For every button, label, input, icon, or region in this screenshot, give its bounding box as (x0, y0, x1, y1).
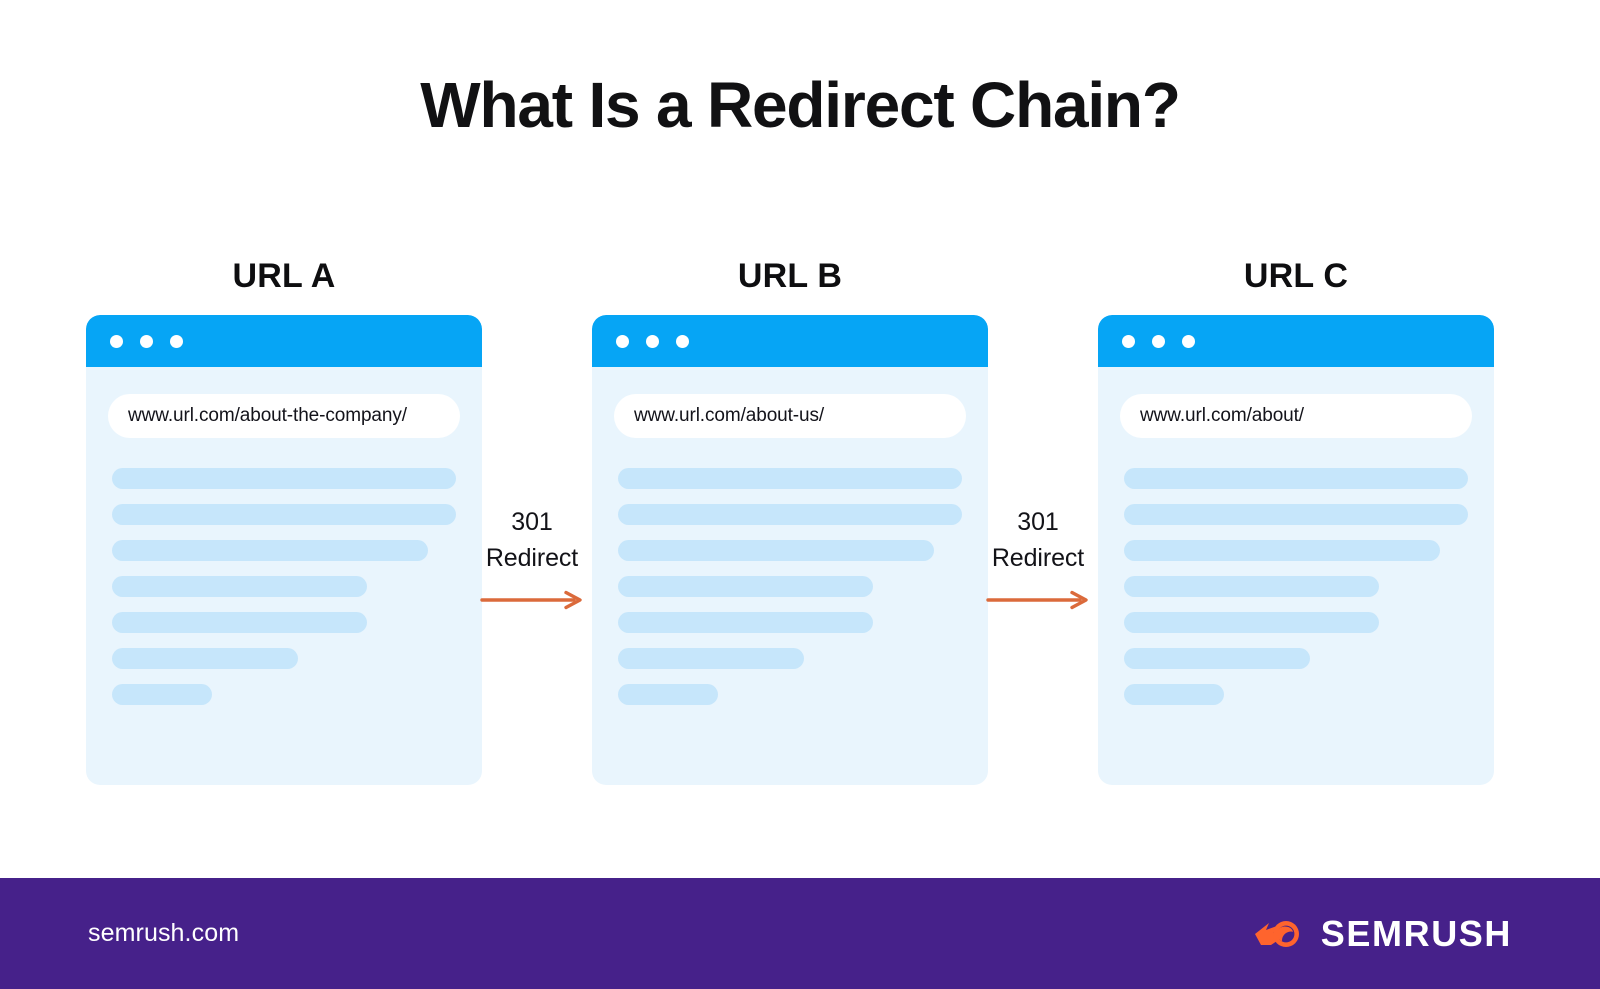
semrush-wordmark: SEMRUSH (1320, 912, 1512, 954)
browser-titlebar-a (86, 315, 482, 367)
window-dot-icon (676, 334, 689, 348)
address-bar-a[interactable]: www.url.com/about-the-company/ (108, 394, 460, 438)
window-dot-icon (1182, 334, 1195, 348)
window-dot-icon (1122, 334, 1135, 348)
window-dot-icon (110, 334, 123, 348)
browser-window-b: www.url.com/about-us/ (592, 315, 988, 785)
semrush-comet-icon (1254, 920, 1299, 947)
content-placeholder-b (618, 468, 962, 705)
content-line (112, 648, 298, 669)
content-line (618, 648, 804, 669)
address-bar-a-value: www.url.com/about-the-company/ (128, 405, 407, 426)
browser-window-a: www.url.com/about-the-company/ (86, 315, 482, 785)
page-title: What Is a Redirect Chain? (420, 69, 1181, 141)
content-line (1124, 504, 1468, 525)
url-card-b-label: URL B (737, 257, 843, 295)
redirect-chain-diagram: URL A www.url.com/about-the-company/ (0, 255, 1600, 815)
url-card-c: URL C www.url.com/about/ (1098, 255, 1494, 785)
window-dot-icon (616, 334, 629, 348)
content-line (112, 612, 367, 633)
address-bar-c-value: www.url.com/about/ (1140, 405, 1304, 426)
browser-titlebar-c (1098, 315, 1494, 367)
redirect-connector-2-text: Redirect (991, 543, 1085, 572)
content-line (1124, 612, 1379, 633)
content-line (1124, 684, 1224, 705)
url-card-a: URL A www.url.com/about-the-company/ (86, 255, 482, 785)
content-line (618, 504, 962, 525)
content-line (618, 540, 935, 561)
url-card-b: URL B www.url.com/about-us/ (592, 255, 988, 785)
semrush-logo: SEMRUSH (1253, 913, 1512, 955)
window-dot-icon (1152, 334, 1165, 348)
content-line (112, 468, 456, 489)
redirect-connector-1: 301 Redirect (452, 505, 612, 610)
footer-site-url: semrush.com (88, 919, 240, 947)
window-dot-icon (646, 334, 659, 348)
content-line (112, 504, 456, 525)
content-line (1124, 648, 1310, 669)
address-bar-c[interactable]: www.url.com/about/ (1120, 394, 1472, 438)
url-card-a-label: URL A (232, 257, 336, 295)
content-line (618, 612, 873, 633)
content-line (618, 684, 718, 705)
redirect-connector-2: 301 Redirect (958, 505, 1118, 610)
browser-window-c: www.url.com/about/ (1098, 315, 1494, 785)
footer-bar: semrush.com SEMRUSH (0, 878, 1600, 989)
content-line (112, 540, 429, 561)
redirect-connector-2-code: 301 (1017, 508, 1059, 536)
redirect-connector-1-text: Redirect (485, 543, 579, 572)
browser-titlebar-b (592, 315, 988, 367)
redirect-connector-1-code: 301 (511, 508, 553, 536)
content-line (1124, 540, 1441, 561)
content-line (1124, 468, 1468, 489)
window-dot-icon (140, 334, 153, 348)
content-line (112, 576, 367, 597)
content-placeholder-c (1124, 468, 1468, 705)
window-dot-icon (170, 334, 183, 348)
content-placeholder-a (112, 468, 456, 705)
url-card-c-label: URL C (1243, 257, 1349, 295)
content-line (112, 684, 212, 705)
content-line (618, 576, 873, 597)
arrow-right-icon (986, 590, 1088, 610)
address-bar-b[interactable]: www.url.com/about-us/ (614, 394, 966, 438)
arrow-right-icon (480, 590, 582, 610)
address-bar-b-value: www.url.com/about-us/ (634, 405, 825, 426)
content-line (618, 468, 962, 489)
content-line (1124, 576, 1379, 597)
